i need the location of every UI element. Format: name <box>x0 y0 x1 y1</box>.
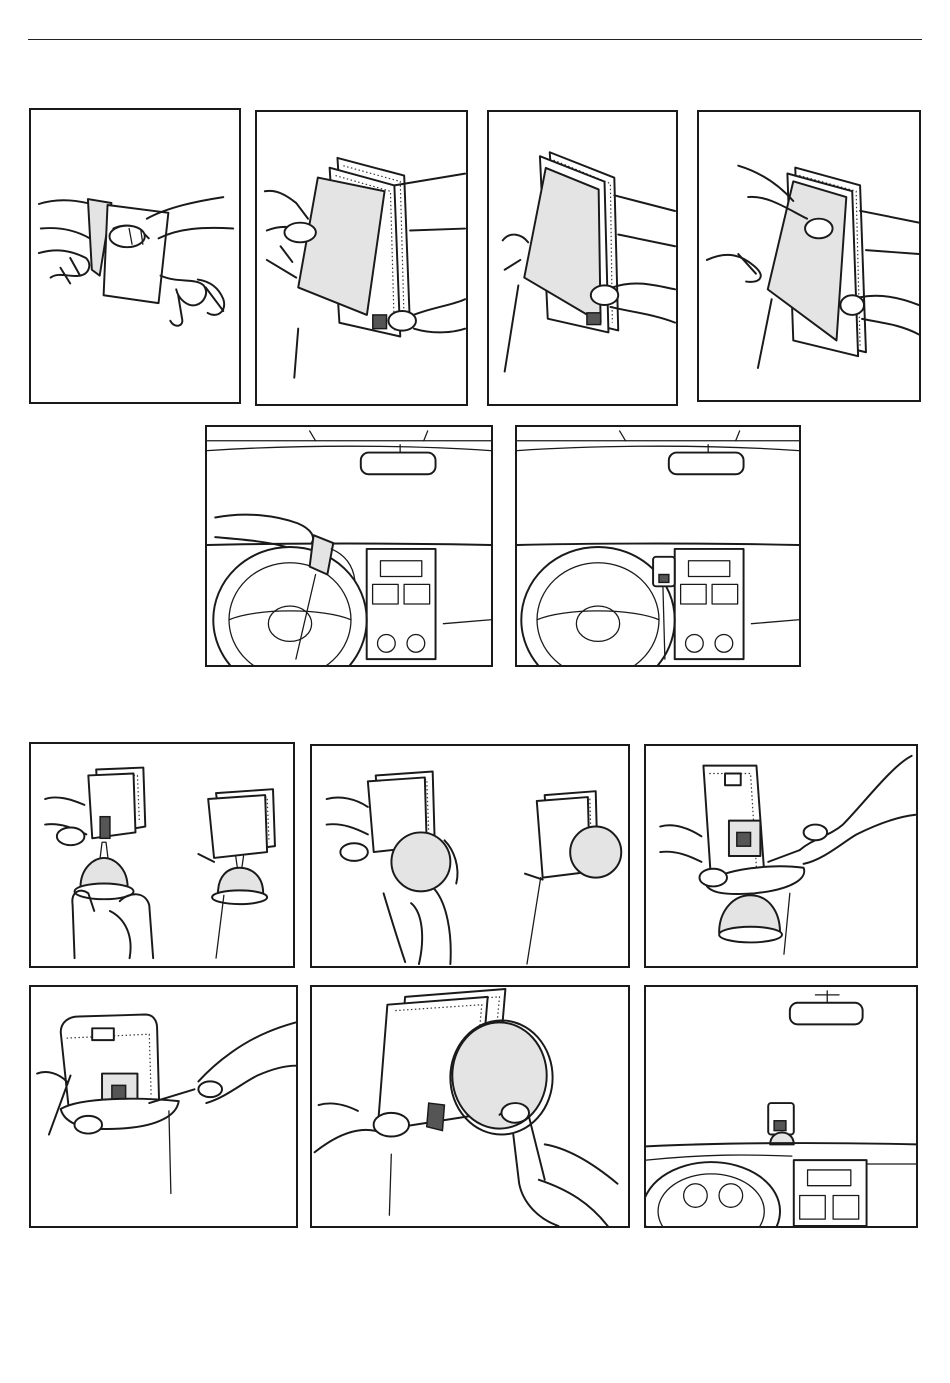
figure-press-holder-plate <box>487 110 678 406</box>
figure-peel-protective-film <box>697 110 921 402</box>
figure-attach-suction-cup-mount <box>29 742 295 968</box>
header-rule <box>28 39 922 40</box>
figure-mount-on-dashboard <box>205 425 493 667</box>
figure-tighten-screw-holder <box>29 985 298 1228</box>
figure-holder-mounted-dashboard <box>515 425 801 667</box>
figure-tighten-screw-suction-mount <box>644 744 918 968</box>
figure-attach-adhesive-disc <box>310 744 630 968</box>
figure-press-adhesive-disc <box>310 985 630 1228</box>
figure-attach-pad-to-holder <box>255 110 468 406</box>
figure-peel-adhesive-backing <box>29 108 241 404</box>
figure-holder-mounted-windscreen <box>644 985 918 1228</box>
